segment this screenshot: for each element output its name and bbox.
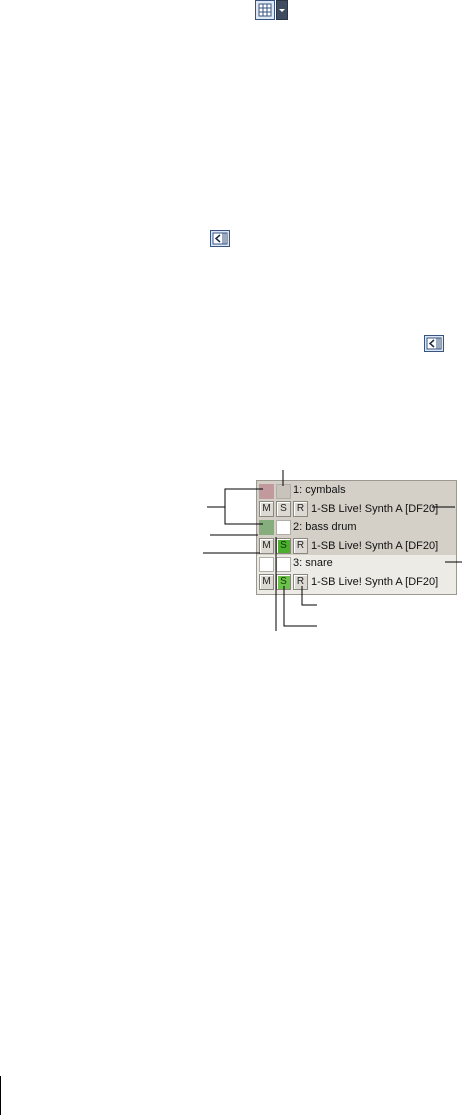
mute-button[interactable]: M [259, 501, 274, 517]
track-name[interactable]: 3: snare [293, 557, 333, 569]
collapse-panel-icon[interactable] [210, 230, 230, 247]
grid-icon[interactable] [255, 0, 275, 20]
track-3-name-row[interactable]: 3: snare [257, 555, 456, 574]
track-output-port[interactable]: 1-SB Live! Synth A [DF20] [311, 540, 439, 552]
track-output-port[interactable]: 1-SB Live! Synth A [DF20] [311, 576, 439, 588]
record-button[interactable]: R [293, 574, 308, 590]
track-icon-swatch [276, 520, 291, 535]
track-color-swatch[interactable] [259, 484, 274, 499]
track-color-swatch[interactable] [259, 557, 274, 572]
record-button[interactable]: R [293, 538, 308, 554]
solo-button[interactable]: S [276, 501, 291, 517]
track-1-controls-row: M S R 1-SB Live! Synth A [DF20] [257, 500, 456, 519]
track-1-name-row[interactable]: 1: cymbals [257, 481, 456, 500]
collapse-panel-icon[interactable] [424, 335, 444, 352]
track-output-port[interactable]: 1-SB Live! Synth A [DF20] [311, 503, 439, 515]
chevron-down-icon[interactable] [276, 0, 288, 20]
mute-button[interactable]: M [259, 538, 274, 554]
record-button[interactable]: R [293, 501, 308, 517]
track-name[interactable]: 2: bass drum [293, 521, 357, 533]
track-pane: 1: cymbals M S R 1-SB Live! Synth A [DF2… [256, 480, 457, 566]
track-2-controls-row: M S R 1-SB Live! Synth A [DF20] [257, 537, 456, 556]
track-3: 3: snare M S R 1-SB Live! Synth A [DF20] [256, 555, 457, 595]
track-name[interactable]: 1: cymbals [293, 484, 346, 496]
mute-button[interactable]: M [259, 574, 274, 590]
page-edge-line [0, 1076, 1, 1115]
